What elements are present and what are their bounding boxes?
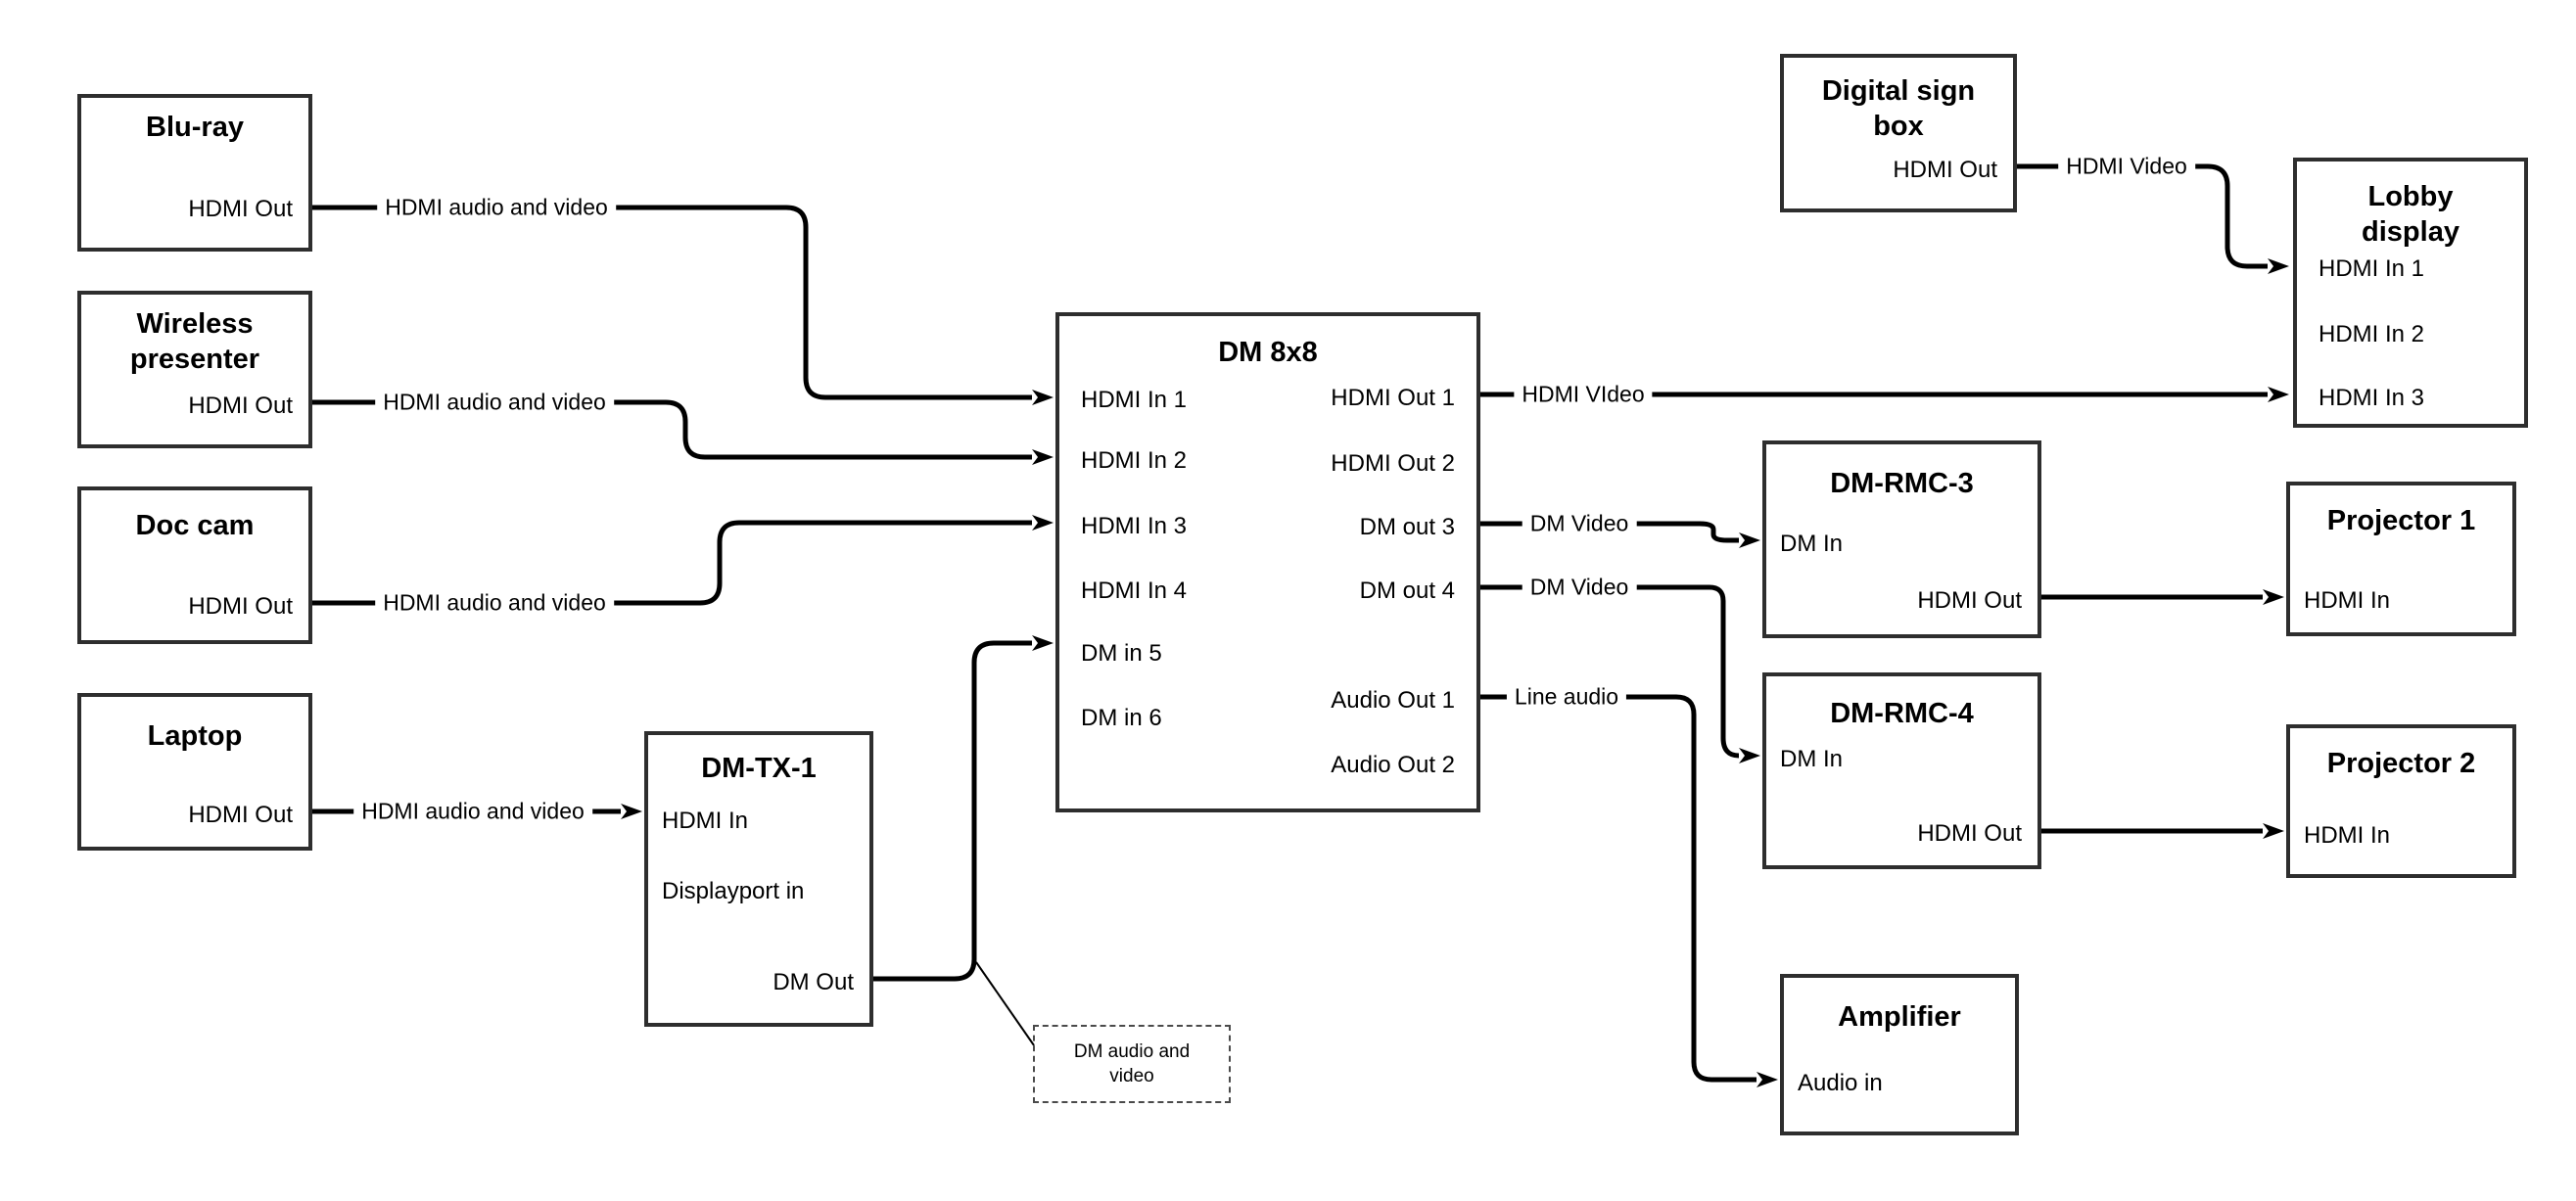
port-dm-out: DM Out	[773, 969, 854, 995]
port-hdmi-out: HDMI Out	[1917, 587, 2022, 614]
port-audio-out-1: Audio Out 1	[1331, 687, 1455, 714]
port-hdmi-in: HDMI In	[2304, 587, 2391, 614]
node-amplifier: Amplifier Audio in	[1780, 974, 2019, 1135]
edge-doccam-to-dm8x8-in3	[312, 515, 1054, 606]
port-hdmi-out: HDMI Out	[1917, 820, 2022, 847]
edge-label-line-audio: Line audio	[1506, 682, 1627, 712]
node-title: Projector 1	[2326, 505, 2476, 536]
port-hdmi-out-1: HDMI Out 1	[1331, 385, 1455, 411]
node-doccam: Doc cam HDMI Out	[77, 486, 312, 644]
port-hdmi-in-3: HDMI In 3	[2318, 385, 2425, 411]
port-dm-in: DM In	[1780, 531, 1844, 557]
port-hdmi-in: HDMI In	[662, 808, 749, 834]
node-digital-sign-box: Digital sign box HDMI Out	[1780, 54, 2017, 212]
note-callout-line	[975, 961, 1035, 1046]
node-title: DM-RMC-4	[1830, 698, 1974, 729]
node-wireless-presenter: Wireless presenter HDMI Out	[77, 291, 312, 448]
edge-label-doccam: HDMI audio and video	[375, 588, 614, 618]
port-hdmi-in-4: HDMI In 4	[1081, 577, 1188, 604]
node-projector1: Projector 1 HDMI In	[2286, 482, 2516, 636]
edge-dm8x8-out4-to-dmrmc4	[1480, 584, 1760, 763]
node-title: DM 8x8	[1218, 337, 1318, 368]
port-hdmi-out: HDMI Out	[188, 593, 293, 620]
edge-dm8x8-out3-to-dmrmc3	[1480, 521, 1760, 548]
node-title: Digital sign box	[1821, 75, 1976, 142]
port-hdmi-in-1: HDMI In 1	[1081, 387, 1188, 413]
edge-label-wireless: HDMI audio and video	[375, 388, 614, 417]
edge-dm8x8-audio1-to-amp	[1480, 694, 1778, 1087]
edge-label-bluray: HDMI audio and video	[377, 193, 616, 222]
port-audio-in: Audio in	[1798, 1070, 1883, 1096]
node-dmrmc3: DM-RMC-3 DM In HDMI Out	[1762, 440, 2041, 638]
port-hdmi-in-3: HDMI In 3	[1081, 513, 1188, 539]
edge-label-hdmi-video-sign: HDMI Video	[2058, 152, 2195, 181]
edge-label-hdmi-video-out1: HDMI VIdeo	[1514, 380, 1653, 409]
node-title: Doc cam	[135, 510, 255, 541]
port-dm-out-4: DM out 4	[1359, 577, 1455, 604]
port-dm-in: DM In	[1780, 746, 1844, 772]
port-hdmi-out: HDMI Out	[1893, 157, 1997, 183]
edge-dmtx1-to-dm8x8-in5	[873, 635, 1054, 982]
node-bluray: Blu-ray HDMI Out	[77, 94, 312, 252]
node-title: DM-RMC-3	[1830, 468, 1974, 499]
note-dm-audio-and-video: DM audio and video	[1033, 1025, 1231, 1103]
node-title: Blu-ray	[146, 112, 244, 143]
port-audio-out-2: Audio Out 2	[1331, 752, 1455, 778]
node-title: Laptop	[147, 720, 243, 752]
edge-label-dm-video-out4: DM Video	[1522, 573, 1637, 602]
port-hdmi-in: HDMI In	[2304, 822, 2391, 849]
node-title: Amplifier	[1838, 1001, 1961, 1033]
port-hdmi-in-2: HDMI In 2	[1081, 447, 1188, 474]
note-text: DM audio and video	[1073, 1041, 1191, 1086]
edge-signbox-to-lobby-in1	[2017, 163, 2289, 274]
port-hdmi-in-2: HDMI In 2	[2318, 321, 2425, 347]
port-hdmi-out: HDMI Out	[188, 196, 293, 222]
node-laptop: Laptop HDMI Out	[77, 693, 312, 851]
port-hdmi-in-1: HDMI In 1	[2318, 255, 2425, 282]
node-dmrmc4: DM-RMC-4 DM In HDMI Out	[1762, 672, 2041, 869]
port-dm-out-3: DM out 3	[1359, 514, 1455, 540]
node-lobby-display: Lobby display HDMI In 1 HDMI In 2 HDMI I…	[2293, 158, 2528, 428]
port-displayport-in: Displayport in	[662, 878, 805, 904]
node-title: Projector 2	[2326, 748, 2476, 779]
port-dm-in-5: DM in 5	[1081, 640, 1162, 667]
port-hdmi-out: HDMI Out	[188, 393, 293, 419]
port-hdmi-out: HDMI Out	[188, 802, 293, 828]
node-dmtx1: DM-TX-1 HDMI In Displayport in DM Out	[644, 731, 873, 1027]
node-projector2: Projector 2 HDMI In	[2286, 724, 2516, 878]
node-dm8x8: DM 8x8 HDMI In 1 HDMI In 2 HDMI In 3 HDM…	[1055, 312, 1480, 812]
edge-bluray-to-dm8x8-in1	[312, 205, 1054, 405]
node-title: Wireless presenter	[129, 308, 260, 375]
edge-label-laptop: HDMI audio and video	[353, 797, 592, 826]
node-title: Lobby display	[2362, 181, 2459, 248]
port-dm-in-6: DM in 6	[1081, 705, 1162, 731]
edge-label-dm-video-out3: DM Video	[1522, 509, 1637, 538]
edge-wireless-to-dm8x8-in2	[312, 399, 1054, 465]
port-hdmi-out-2: HDMI Out 2	[1331, 450, 1455, 477]
node-title: DM-TX-1	[701, 753, 817, 784]
